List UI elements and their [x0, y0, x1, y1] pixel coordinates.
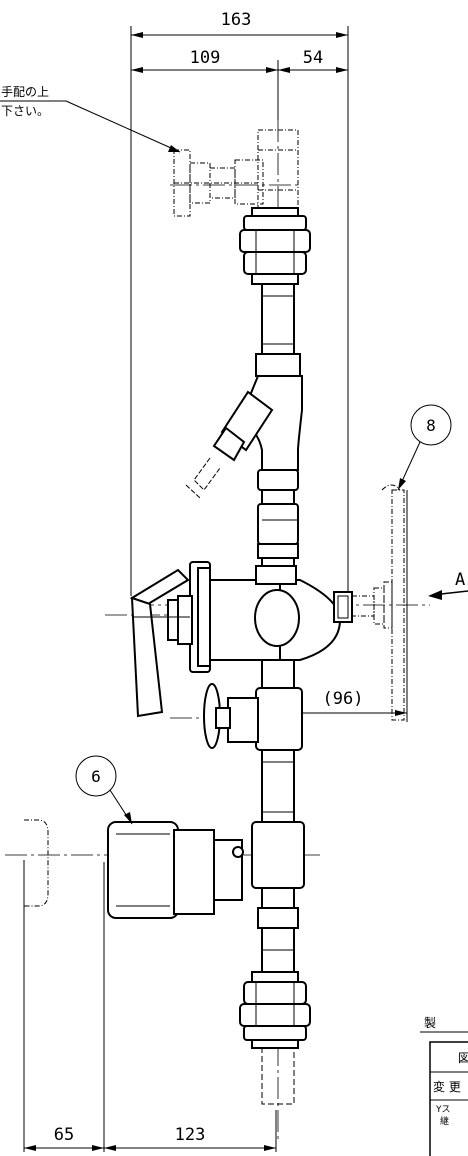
- note-line-1: 手配の上: [1, 85, 49, 99]
- callout-6: [75, 755, 133, 825]
- note-line-2: 下さい。: [1, 104, 49, 118]
- callout-8: [397, 404, 452, 491]
- title-block-row-2: 変 更: [433, 1079, 461, 1094]
- bottom-pipe-phantom: [261, 1047, 295, 1105]
- handwheel: [203, 683, 231, 749]
- dim-overall-width: 163: [221, 10, 252, 30]
- bottom-union-nut: [239, 971, 311, 1049]
- dim-handle-reach: (96): [323, 689, 364, 709]
- actuator-motor: [107, 821, 244, 919]
- dim-right-width: 54: [303, 48, 323, 68]
- lower-pipe: [261, 749, 295, 825]
- title-block-row-3a: Yス: [435, 1105, 451, 1115]
- actuator-phantom: [24, 819, 49, 907]
- lower-tee: [227, 659, 303, 751]
- strainer-screen-phantom: [185, 457, 221, 499]
- y-strainer: [212, 375, 303, 491]
- actuator-valve-body: [251, 821, 305, 973]
- optional-stop-valve-phantom: [173, 129, 299, 217]
- title-block-header: 製: [424, 1016, 436, 1030]
- title-block-row-1: 図: [458, 1051, 468, 1065]
- right-connector-phantom: [351, 484, 405, 721]
- main-valve-body: [209, 565, 342, 661]
- callout-6-label: 6: [91, 767, 101, 786]
- lever-handle: [129, 568, 193, 718]
- view-arrow-a-label: A: [455, 570, 465, 590]
- callout-8-label: 8: [426, 416, 436, 435]
- top-union-nut: [239, 207, 311, 285]
- dim-bottom-left: 65: [54, 1125, 74, 1145]
- right-connector: [333, 591, 353, 623]
- title-block-row-3b: 継: [440, 1115, 449, 1127]
- view-arrow-a: [428, 590, 468, 600]
- title-block: [420, 1031, 468, 1156]
- dim-left-width: 109: [190, 48, 221, 68]
- upper-pipe: [255, 283, 301, 377]
- dim-bottom-right: 123: [175, 1125, 206, 1145]
